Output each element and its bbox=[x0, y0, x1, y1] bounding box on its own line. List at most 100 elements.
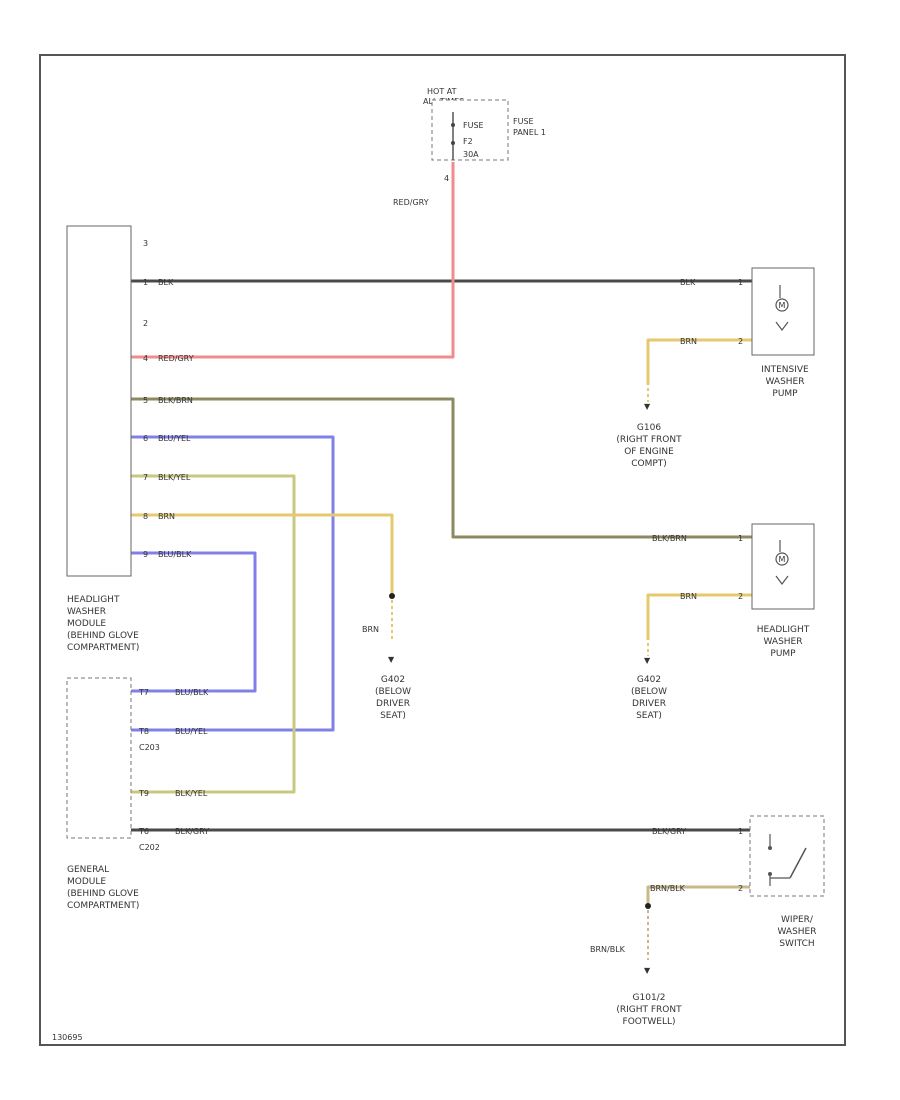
headlight-pump-wire-blk-brn: BLK/BRN bbox=[652, 534, 687, 543]
fuse-line-3: 30A bbox=[463, 150, 479, 159]
fuse-line-2: F2 bbox=[463, 137, 473, 146]
brn-ground-line-2: (BELOW bbox=[375, 687, 411, 697]
hwm-label-line-3: MODULE bbox=[67, 619, 106, 629]
headlight-pump-label-2: WASHER bbox=[764, 637, 803, 647]
intensive-pump-label-2: WASHER bbox=[766, 377, 805, 387]
wire-blu-yel bbox=[131, 435, 335, 732]
brn-ground-line-3: DRIVER bbox=[376, 699, 410, 709]
hwm-wire-9: BLU/BLK bbox=[158, 550, 192, 559]
headlight-pump-ground-symbol: ▼ bbox=[644, 656, 651, 665]
wiper-switch-label-1: WIPER/ bbox=[781, 915, 814, 925]
hwm-label-line-5: COMPARTMENT) bbox=[67, 643, 139, 653]
g106-line-3: OF ENGINE bbox=[624, 447, 674, 457]
fuse-panel-label-2: PANEL 1 bbox=[513, 128, 546, 137]
hwm-pin-2: 2 bbox=[143, 319, 148, 328]
gm-label-line-2: MODULE bbox=[67, 877, 106, 887]
gm-wire-t9: BLK/YEL bbox=[175, 789, 208, 798]
hwm-wire-6: BLU/YEL bbox=[158, 434, 191, 443]
brn-ground-line-1: G402 bbox=[381, 675, 405, 685]
fuse-panel-box bbox=[431, 99, 509, 161]
fuse-line-1: FUSE bbox=[463, 121, 484, 130]
fuse-pin: 4 bbox=[444, 174, 449, 183]
gm-pin-t6: T6 bbox=[138, 827, 149, 836]
hwm-label-line-4: (BEHIND GLOVE bbox=[67, 631, 139, 641]
hp-ground-line-2: (BELOW bbox=[631, 687, 667, 697]
svg-text:M: M bbox=[779, 555, 786, 564]
hwm-pin-3: 3 bbox=[143, 239, 148, 248]
wiper-switch-wire-brn-blk: BRN/BLK bbox=[650, 884, 686, 893]
brn-ground-symbol: ▼ bbox=[388, 655, 395, 664]
hp-ground-line-4: SEAT) bbox=[636, 711, 662, 721]
gm-connector-c203: C203 bbox=[139, 743, 160, 752]
gm-wire-t6: BLK/GRY bbox=[175, 827, 209, 836]
fuse-panel-label-1: FUSE bbox=[513, 117, 534, 126]
gm-wire-t7: BLU/BLK bbox=[175, 688, 209, 697]
g106-line-1: G106 bbox=[637, 423, 661, 433]
fuse-terminal-bottom bbox=[451, 141, 455, 145]
hwm-pin-1: 1 bbox=[143, 278, 148, 287]
hwm-wire-5: BLK/BRN bbox=[158, 396, 193, 405]
intensive-pump-label: INTENSIVE WASHER PUMP bbox=[761, 365, 809, 399]
wiper-washer-switch-box bbox=[749, 815, 825, 897]
brn-splice-dot bbox=[389, 593, 395, 599]
headlight-washer-module-box bbox=[66, 225, 132, 577]
g106-line-4: COMPT) bbox=[631, 459, 667, 469]
intensive-pump-pin-2: 2 bbox=[738, 337, 743, 346]
headlight-pump-label-1: HEADLIGHT bbox=[757, 625, 810, 635]
headlight-pump-wire-brn: BRN bbox=[680, 592, 697, 601]
headlight-washer-pump-box bbox=[751, 523, 815, 610]
wire-brn bbox=[131, 513, 394, 595]
headlight-pump-pin-2: 2 bbox=[738, 592, 743, 601]
wiper-switch-contact-icon bbox=[768, 834, 807, 886]
hwm-label-line-1: HEADLIGHT bbox=[67, 595, 120, 605]
headlight-pump-motor-icon: M bbox=[775, 540, 789, 585]
intensive-pump-label-1: INTENSIVE bbox=[761, 365, 809, 375]
hwm-wire-7: BLK/YEL bbox=[158, 473, 191, 482]
wiper-switch-label-3: SWITCH bbox=[779, 939, 814, 949]
hwm-wire-8: BRN bbox=[158, 512, 175, 521]
hwm-wire-1: BLK bbox=[158, 278, 174, 287]
headlight-pump-ground-label: G402 (BELOW DRIVER SEAT) bbox=[631, 675, 667, 721]
brn-ground-wire-label: BRN bbox=[362, 625, 379, 634]
wire-blk-brn bbox=[131, 397, 755, 539]
wiper-switch-label: WIPER/ WASHER SWITCH bbox=[778, 915, 817, 949]
intensive-pump-wire-brn: BRN bbox=[680, 337, 697, 346]
gm-label-line-4: COMPARTMENT) bbox=[67, 901, 139, 911]
wiper-switch-label-2: WASHER bbox=[778, 927, 817, 937]
g101-line-2: (RIGHT FRONT bbox=[616, 1005, 682, 1015]
general-module-box bbox=[66, 677, 132, 839]
wiper-switch-pin-1: 1 bbox=[738, 827, 743, 836]
wiper-switch-ground-label: G101/2 (RIGHT FRONT FOOTWELL) bbox=[616, 993, 682, 1027]
svg-text:M: M bbox=[779, 301, 786, 310]
gm-wire-t8: BLU/YEL bbox=[175, 727, 208, 736]
wire-red-gry bbox=[131, 162, 455, 359]
gm-pin-t9: T9 bbox=[138, 789, 149, 798]
figure-id: 130695 bbox=[52, 1033, 83, 1042]
wiper-switch-pin-2: 2 bbox=[738, 884, 743, 893]
diagram-frame bbox=[39, 54, 846, 1046]
g101-line-1: G101/2 bbox=[633, 993, 666, 1003]
wire-brn-blk bbox=[646, 885, 755, 905]
wiper-switch-wire-brn-blk-lower: BRN/BLK bbox=[590, 945, 626, 954]
intensive-pump-ground-symbol: ▼ bbox=[644, 402, 651, 411]
wire-blk-yel bbox=[131, 474, 296, 794]
hwm-pin-7: 7 bbox=[143, 473, 148, 482]
intensive-pump-pin-1: 1 bbox=[738, 278, 743, 287]
hp-ground-line-1: G402 bbox=[637, 675, 661, 685]
brn-blk-splice-dot bbox=[645, 903, 651, 909]
hwm-pin-4: 4 bbox=[143, 354, 148, 363]
brn-ground-label: G402 (BELOW DRIVER SEAT) bbox=[375, 675, 411, 721]
wiper-switch-wire-blk-gry: BLK/GRY bbox=[652, 827, 686, 836]
intensive-pump-ground-label: G106 (RIGHT FRONT OF ENGINE COMPT) bbox=[616, 423, 682, 469]
wire-label-red-gry-vertical: RED/GRY bbox=[393, 198, 429, 207]
hp-ground-line-3: DRIVER bbox=[632, 699, 666, 709]
intensive-pump-wire-blk: BLK bbox=[680, 278, 696, 287]
wire-brn-headlight bbox=[646, 593, 755, 640]
hwm-pin-8: 8 bbox=[143, 512, 148, 521]
headlight-pump-label: HEADLIGHT WASHER PUMP bbox=[757, 625, 810, 659]
gm-pin-t8: T8 bbox=[138, 727, 149, 736]
hwm-pin-9: 9 bbox=[143, 550, 148, 559]
hwm-pin-6: 6 bbox=[143, 434, 148, 443]
headlight-washer-module-label: HEADLIGHT WASHER MODULE (BEHIND GLOVE CO… bbox=[67, 595, 139, 653]
